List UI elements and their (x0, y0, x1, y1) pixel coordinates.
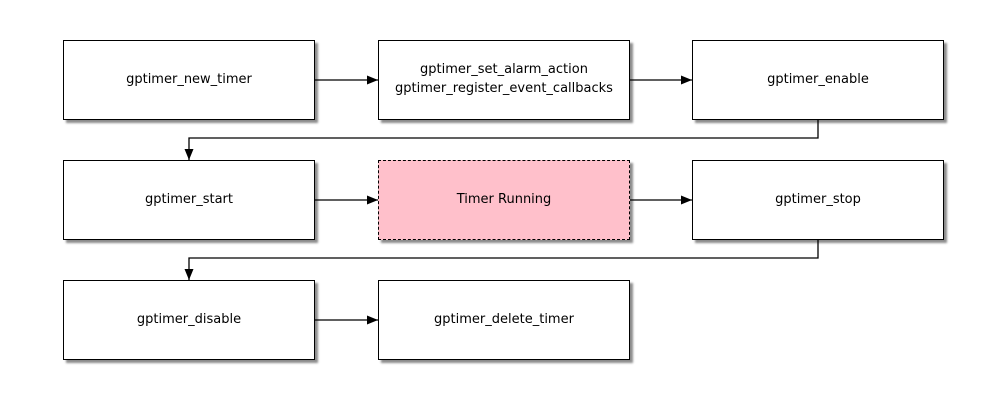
node-gptimer-enable: gptimer_enable (692, 40, 944, 120)
node-label: gptimer_start (145, 191, 233, 207)
edge-stop-to-disable (184, 240, 819, 280)
node-timer-running: Timer Running (378, 160, 630, 240)
node-gptimer-delete-timer: gptimer_delete_timer (378, 280, 630, 360)
node-label: gptimer_new_timer (126, 71, 252, 87)
node-label: gptimer_enable (767, 71, 869, 87)
node-label: Timer Running (456, 191, 552, 207)
node-label: gptimer_delete_timer (434, 311, 574, 327)
node-gptimer-start: gptimer_start (63, 160, 315, 240)
node-label: gptimer_stop (775, 191, 861, 207)
edge-enable-to-start (184, 120, 819, 160)
node-gptimer-new-timer: gptimer_new_timer (63, 40, 315, 120)
node-label: gptimer_disable (136, 311, 242, 327)
node-gptimer-set-alarm-action: gptimer_set_alarm_action gptimer_registe… (378, 40, 630, 120)
node-label: gptimer_set_alarm_action gptimer_registe… (395, 62, 613, 96)
node-gptimer-stop: gptimer_stop (692, 160, 944, 240)
node-gptimer-disable: gptimer_disable (63, 280, 315, 360)
